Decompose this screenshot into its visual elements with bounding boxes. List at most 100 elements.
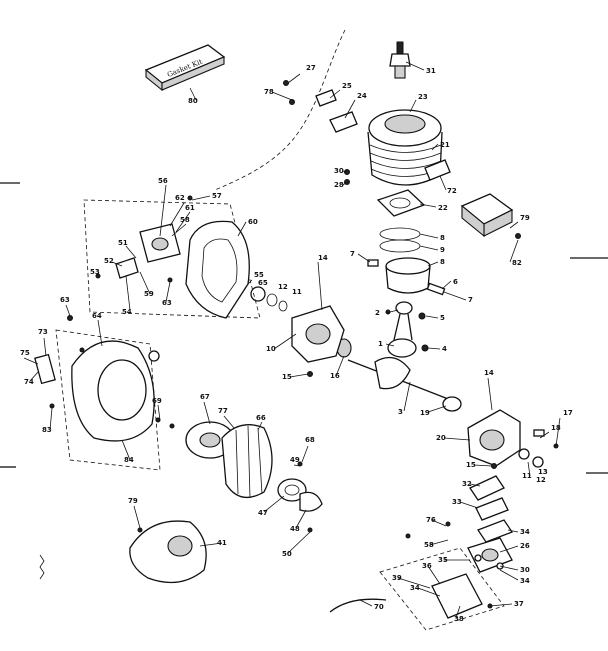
leader-line [237, 221, 247, 237]
leader-line [287, 73, 301, 84]
callout-52: 52 [104, 257, 114, 265]
leader-line [157, 404, 161, 421]
callout-34: 34 [520, 528, 530, 536]
leader-line [403, 381, 411, 412]
callout-6: 6 [453, 278, 458, 286]
callout-1: 1 [378, 340, 383, 348]
leader-line [49, 407, 53, 431]
callout-18: 18 [551, 424, 561, 432]
callout-65: 65 [258, 279, 268, 287]
callout-58: 58 [180, 216, 190, 224]
callout-38: 38 [454, 615, 464, 623]
leader-line [344, 99, 356, 119]
leader-line [257, 421, 263, 431]
callout-21: 21 [440, 141, 450, 149]
flywheel [185, 421, 323, 533]
margin-marks [0, 182, 608, 580]
callout-14: 14 [318, 254, 328, 262]
callout-57: 57 [212, 192, 222, 200]
leader-line [489, 603, 513, 607]
callout-4: 4 [442, 345, 447, 353]
callout-72: 72 [447, 187, 457, 195]
leader-line [29, 371, 39, 382]
leader-line [429, 539, 449, 546]
callout-2: 2 [375, 309, 380, 317]
leader-line [165, 281, 171, 303]
leader-line [431, 519, 447, 527]
leader-line [271, 91, 293, 101]
callout-12-right: 12 [536, 476, 546, 484]
callout-34-bottom: 34 [410, 584, 420, 592]
carburetor-group [379, 475, 513, 631]
leader-line [287, 531, 311, 554]
callout-54: 54 [122, 308, 132, 316]
leader-line [111, 261, 123, 267]
callout-15-right: 15 [466, 461, 476, 469]
callout-28: 28 [334, 181, 344, 189]
leader-line [555, 417, 561, 447]
callout-23: 23 [418, 93, 428, 101]
leader-line [293, 464, 301, 467]
callout-63: 63 [162, 299, 172, 307]
callout-25: 25 [342, 82, 352, 90]
callout-53: 53 [90, 268, 100, 276]
leader-line [329, 89, 341, 99]
callout-60: 60 [248, 218, 258, 226]
callout-14-right: 14 [484, 369, 494, 377]
callout-79-lower: 79 [128, 497, 138, 505]
callout-36: 36 [422, 562, 432, 570]
leader-line [427, 261, 439, 267]
callout-8: 8 [440, 234, 445, 242]
leader-line [121, 439, 131, 461]
leader-line [473, 464, 493, 467]
gasket-kit: Gasket Kit [144, 44, 226, 92]
callout-32: 32 [462, 480, 472, 488]
callout-17: 17 [563, 409, 573, 417]
leader-lines [23, 61, 561, 619]
leader-line [139, 271, 151, 295]
piston-assembly [367, 227, 446, 296]
callout-66: 66 [256, 414, 266, 422]
leader-line [43, 337, 47, 357]
callout-19: 19 [420, 409, 430, 417]
throttle-cable [329, 598, 387, 613]
callout-76: 76 [426, 516, 436, 524]
callout-34-lower: 34 [520, 577, 530, 585]
leader-line [133, 505, 141, 529]
callout-56: 56 [158, 177, 168, 185]
callout-55: 55 [254, 271, 264, 279]
leader-line [175, 211, 191, 233]
callout-63-left: 63 [60, 296, 70, 304]
cylinder-hardware [283, 80, 451, 185]
leader-line [439, 175, 447, 191]
cylinder [367, 109, 443, 186]
leader-line [289, 373, 309, 378]
leader-line [459, 501, 479, 509]
callout-82: 82 [512, 259, 522, 267]
leader-line [97, 319, 103, 347]
callout-12: 12 [278, 283, 288, 291]
crankcase-left [250, 286, 345, 377]
callout-3: 3 [398, 408, 403, 416]
leader-line [425, 315, 439, 319]
leader-line [65, 304, 71, 317]
callout-22: 22 [438, 204, 448, 212]
leader-line [385, 343, 395, 347]
leader-line [431, 143, 439, 151]
leader-line [335, 355, 345, 377]
leader-line [169, 202, 185, 227]
leader-line [189, 87, 197, 101]
callout-9: 9 [440, 246, 445, 254]
leader-line [499, 565, 519, 571]
cylinder-gasket [376, 189, 426, 217]
callout-83: 83 [42, 426, 52, 434]
callout-11-right: 11 [522, 472, 532, 480]
leader-line [419, 203, 437, 208]
leader-line [342, 170, 348, 173]
callout-39: 39 [392, 574, 402, 582]
callout-30: 30 [334, 167, 344, 175]
leader-line [419, 233, 439, 239]
leader-line [359, 599, 373, 607]
crankcase-right [467, 409, 559, 469]
